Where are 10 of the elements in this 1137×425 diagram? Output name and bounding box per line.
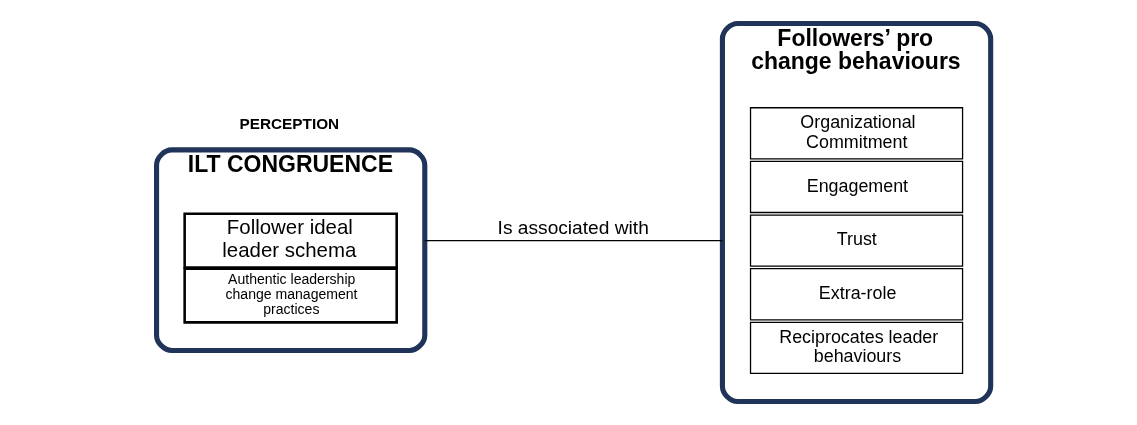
node-box: Engagement xyxy=(749,160,964,214)
edge-label: Is associated with xyxy=(497,217,649,239)
connector xyxy=(424,239,724,242)
node-label: PERCEPTION xyxy=(239,114,340,132)
node-box: Organizational Commitment xyxy=(749,107,964,160)
node-box: Reciprocates leader behaviours xyxy=(749,321,964,375)
node-box: Extra-role xyxy=(749,268,964,321)
node-box: Authentic leadership change management practices xyxy=(183,267,398,324)
node-box: Follower ideal leader schema xyxy=(183,212,398,269)
node-box: Trust xyxy=(749,214,964,267)
